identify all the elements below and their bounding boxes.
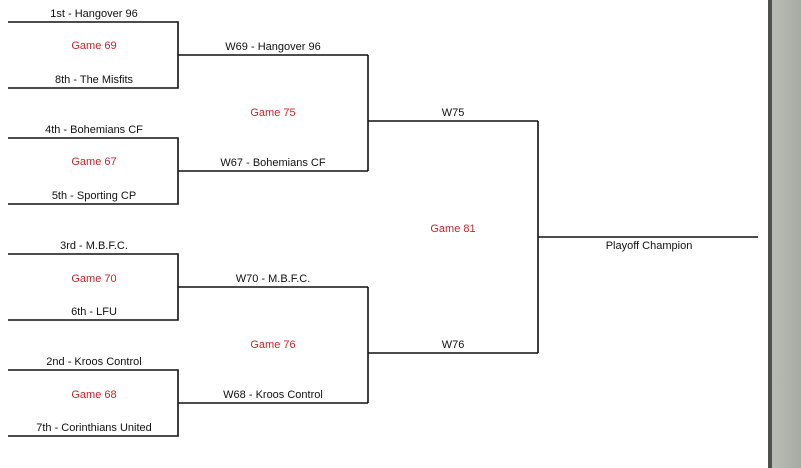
winner-slot-w69: W69 - Hangover 96	[225, 41, 321, 53]
bracket-connector-game-75	[367, 55, 538, 171]
game-label-67: Game 67	[71, 156, 117, 168]
game-label-68: Game 68	[71, 389, 117, 401]
team-slot-8: 8th - The Misfits	[54, 74, 134, 86]
team-slot-2: 2nd - Kroos Control	[46, 356, 142, 368]
game-label-76: Game 76	[250, 339, 296, 351]
team-slot-3: 3rd - M.B.F.C.	[60, 240, 128, 252]
winner-slot-w67: W67 - Bohemians CF	[220, 157, 326, 169]
team-slot-7: 7th - Corinthians United	[36, 422, 152, 434]
game-label-70: Game 70	[71, 273, 117, 285]
winner-slot-w70: W70 - M.B.F.C.	[235, 273, 311, 285]
winner-slot-w76: W76	[441, 339, 465, 351]
team-slot-5: 5th - Sporting CP	[51, 190, 137, 202]
bracket-connector-game-67	[8, 137, 368, 205]
game-label-81: Game 81	[430, 223, 476, 235]
winner-slot-w68: W68 - Kroos Control	[223, 389, 323, 401]
bracket-connector-game-81	[537, 121, 758, 353]
team-slot-6: 6th - LFU	[71, 306, 117, 318]
bracket-connector-game-70	[8, 253, 368, 321]
team-slot-1: 1st - Hangover 96	[50, 8, 138, 20]
game-label-69: Game 69	[71, 40, 117, 52]
team-slot-4: 4th - Bohemians CF	[45, 124, 143, 136]
window-edge-border	[768, 0, 772, 468]
bracket-connector-game-76	[367, 287, 538, 403]
bracket-connector-game-68	[8, 369, 368, 437]
winner-slot-w75: W75	[441, 107, 465, 119]
champion-slot: Playoff Champion	[605, 240, 693, 252]
bracket-connector-game-69	[8, 21, 368, 89]
game-label-75: Game 75	[250, 107, 296, 119]
window-edge-panel	[772, 0, 801, 468]
